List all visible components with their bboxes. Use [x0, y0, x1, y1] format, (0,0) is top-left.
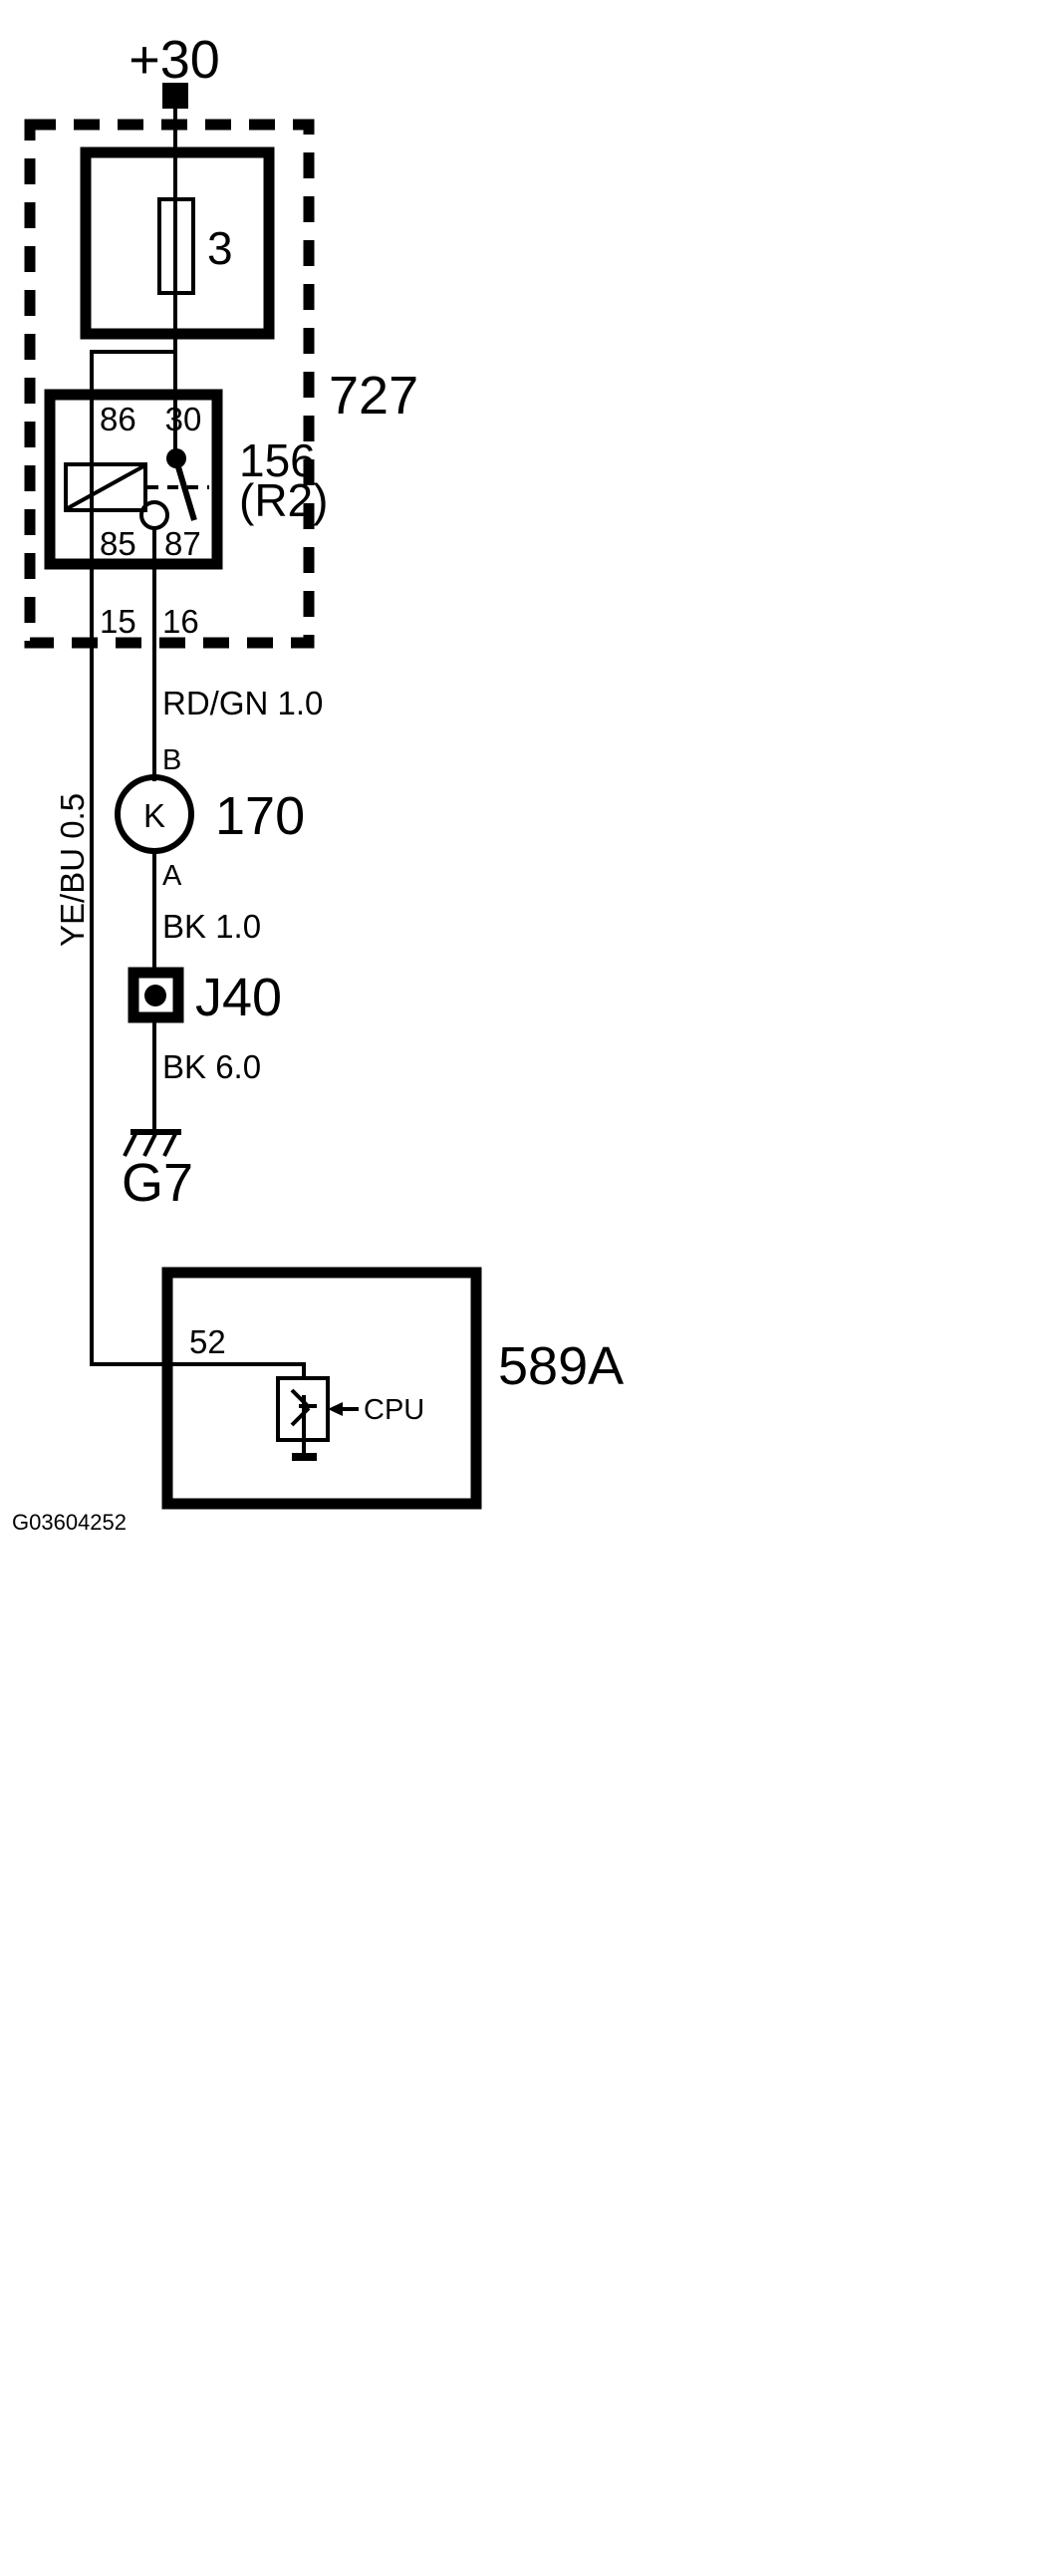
relay-id-label: 156: [239, 434, 316, 486]
ground-g7-label: G7: [122, 1153, 193, 1213]
relay-pin-85-label: 85: [100, 525, 136, 562]
relay-contact-blade: [173, 459, 197, 521]
relay-coil-symbol: [64, 462, 147, 512]
power-terminal-square: [162, 83, 188, 109]
ground-hatch-2: [142, 1131, 158, 1157]
relay-pin-30-label: 30: [165, 401, 202, 437]
ground-hatch-1: [123, 1131, 138, 1157]
cpu-label: CPU: [364, 1394, 424, 1426]
ecu-id-label: 589A: [498, 1336, 624, 1396]
fuse-block-dashed-enclosure: [24, 119, 315, 649]
relay-id-sub-label: (R2): [239, 474, 328, 526]
ecu-pin-52-label: 52: [189, 1323, 226, 1360]
connector-pin-15-label: 15: [100, 603, 136, 640]
relay-contact-87-circle: [139, 500, 169, 530]
component-170-id-label: 170: [215, 786, 305, 846]
wire-label-bk-6: BK 6.0: [162, 1048, 261, 1085]
cpu-ground-bar: [292, 1453, 317, 1461]
terminal-a-label: A: [162, 860, 182, 892]
terminal-b-label: B: [162, 744, 181, 776]
cpu-clamp-glyph-2: [290, 1406, 311, 1427]
figure-id-label: G03604252: [12, 1510, 127, 1535]
fuse-number-label: 3: [207, 222, 233, 274]
wire-label-bk-1: BK 1.0: [162, 908, 261, 945]
splice-j40-label: J40: [195, 968, 282, 1027]
relay-coil-diagonal: [67, 464, 144, 510]
power-source-label: +30: [129, 30, 220, 90]
ground-hatch-3: [162, 1131, 178, 1157]
ecu-internal-trace: [299, 1362, 306, 1378]
ecu-outline-box: [161, 1267, 482, 1510]
relay-outline-box: [44, 389, 223, 570]
relay-pin-87-label: 87: [164, 525, 201, 562]
wire-label-ye-bu: YE/BU 0.5: [54, 793, 91, 947]
fuse-block-id-label: 727: [329, 366, 418, 426]
wire-label-rd-gn: RD/GN 1.0: [162, 685, 323, 721]
wire-ye-bu: [90, 646, 299, 1366]
connector-pin-16-label: 16: [162, 603, 199, 640]
relay-pin-86-label: 86: [100, 401, 136, 437]
splice-j40-dot: [144, 985, 166, 1006]
relay-pivot-dot: [166, 448, 186, 468]
component-170-symbol-letter: K: [143, 797, 165, 834]
cpu-arrow-head: [328, 1402, 343, 1416]
